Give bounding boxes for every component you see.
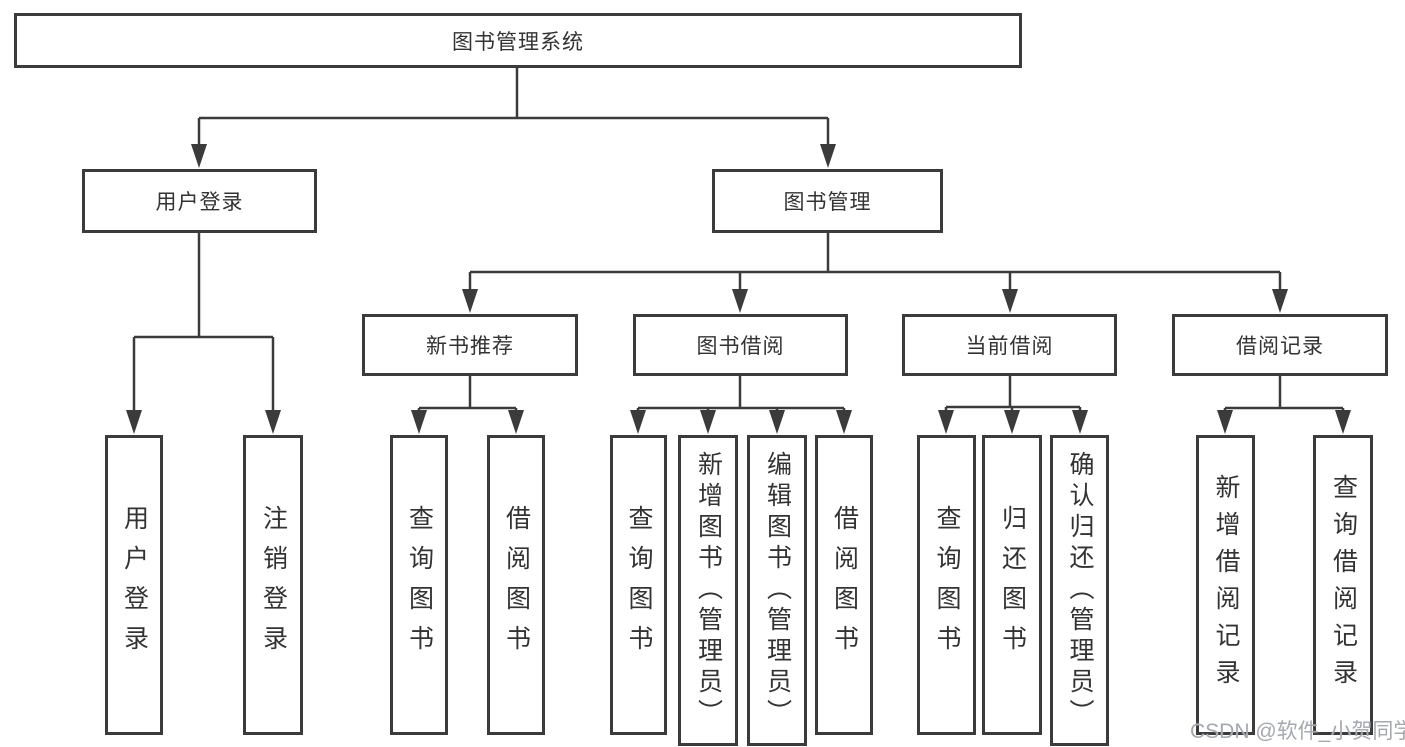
arrow-down-icon — [769, 410, 785, 434]
connector-user-login-to-leaves — [132, 233, 275, 418]
connector-book-borrowing-to-leaves — [636, 376, 846, 418]
arrow-down-icon — [1004, 410, 1020, 434]
leaf-borrowing-borrow-books: 借阅图书 — [815, 435, 873, 735]
node-borrowing-records: 借阅记录 — [1172, 314, 1388, 376]
leaf-return-books: 归还图书 — [982, 435, 1042, 735]
arrow-down-icon — [126, 410, 142, 434]
leaf-add-borrow-record: 新增借阅记录 — [1196, 435, 1255, 735]
node-current-borrowing-label: 当前借阅 — [965, 335, 1054, 358]
node-root-system: 图书管理系统 — [14, 13, 1022, 68]
arrow-down-icon — [1272, 289, 1288, 313]
node-user-login: 用户登录 — [82, 169, 317, 233]
leaf-borrowing-query-books: 查询图书 — [610, 435, 667, 735]
node-book-borrowing: 图书借阅 — [633, 314, 848, 376]
arrow-down-icon — [462, 289, 478, 313]
node-current-borrowing: 当前借阅 — [902, 314, 1117, 376]
leaf-logout-label: 注销登录 — [259, 505, 288, 665]
leaf-add-book-admin-label: 新增图书（管理员） — [694, 451, 723, 730]
node-book-management-label: 图书管理 — [783, 191, 872, 214]
arrow-down-icon — [836, 410, 852, 434]
leaf-recommend-borrow-books-label: 借阅图书 — [502, 505, 531, 665]
arrow-down-icon — [938, 410, 954, 434]
connector-root-to-level2 — [197, 68, 830, 152]
leaf-return-books-label: 归还图书 — [998, 505, 1027, 665]
leaf-borrowing-query-books-label: 查询图书 — [625, 505, 653, 665]
arrow-down-icon — [732, 289, 748, 313]
leaf-recommend-query-books-label: 查询图书 — [405, 505, 434, 665]
leaf-borrowing-borrow-books-label: 借阅图书 — [830, 505, 859, 665]
csdn-watermark: CSDN @软件_小贺同学 — [1190, 720, 1405, 743]
arrow-down-icon — [1335, 410, 1351, 434]
connector-book-mgmt-to-level3 — [468, 233, 1282, 297]
arrow-down-icon — [630, 410, 646, 434]
connector-new-book-recommend-to-leaves — [417, 376, 518, 418]
connector-borrowing-records-to-leaves — [1223, 376, 1345, 418]
leaf-add-borrow-record-label: 新增借阅记录 — [1212, 474, 1240, 696]
leaf-recommend-query-books: 查询图书 — [390, 435, 448, 735]
node-user-login-label: 用户登录 — [155, 191, 244, 214]
arrow-down-icon — [508, 410, 524, 434]
leaf-query-borrow-record: 查询借阅记录 — [1313, 435, 1373, 735]
leaf-query-borrow-record-label: 查询借阅记录 — [1329, 474, 1358, 696]
arrow-down-icon — [700, 410, 716, 434]
leaf-recommend-borrow-books: 借阅图书 — [487, 435, 545, 735]
arrow-down-icon — [820, 144, 836, 168]
leaf-logout: 注销登录 — [243, 435, 303, 735]
leaf-current-query-books-label: 查询图书 — [933, 505, 961, 665]
leaf-current-query-books: 查询图书 — [917, 435, 976, 735]
node-root-system-label: 图书管理系统 — [452, 30, 584, 54]
leaf-user-login: 用户登录 — [105, 435, 163, 735]
leaf-user-login-label: 用户登录 — [120, 505, 149, 665]
leaf-edit-book-admin-label: 编辑图书（管理员） — [763, 451, 792, 730]
leaf-confirm-return-admin-label: 确认归还（管理员） — [1066, 451, 1094, 730]
node-book-management: 图书管理 — [712, 169, 943, 233]
arrow-down-icon — [265, 410, 281, 434]
leaf-edit-book-admin: 编辑图书（管理员） — [747, 435, 807, 746]
leaf-confirm-return-admin: 确认归还（管理员） — [1050, 435, 1109, 746]
arrow-down-icon — [1072, 410, 1088, 434]
arrow-down-icon — [411, 410, 427, 434]
arrow-down-icon — [191, 144, 207, 168]
connector-current-borrowing-to-leaves — [944, 376, 1082, 418]
node-borrowing-records-label: 借阅记录 — [1236, 335, 1324, 358]
arrow-down-icon — [1217, 410, 1233, 434]
arrow-down-icon — [1002, 289, 1018, 313]
node-new-book-recommend: 新书推荐 — [362, 314, 578, 376]
leaf-add-book-admin: 新增图书（管理员） — [678, 435, 738, 746]
node-book-borrowing-label: 图书借阅 — [696, 335, 785, 358]
node-new-book-recommend-label: 新书推荐 — [426, 335, 514, 358]
